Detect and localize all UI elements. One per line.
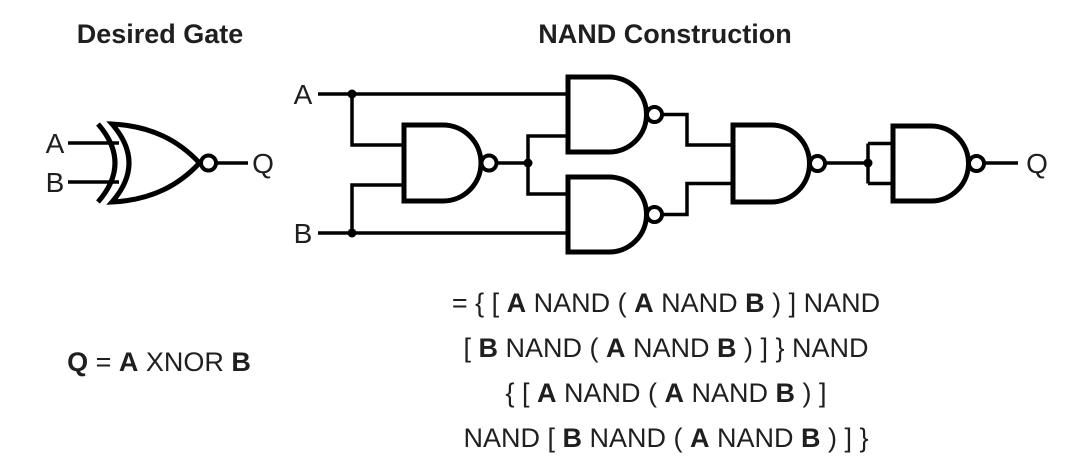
nand-gate-5: [890, 123, 986, 204]
nand-gate-1: [401, 122, 499, 204]
equation-text: XNOR: [138, 347, 232, 377]
wire-nand1-to-nand3: [526, 163, 568, 196]
nand-gate-2: [565, 74, 664, 155]
nand-gate-2-body: [565, 74, 649, 155]
equation-text: NAND: [684, 378, 776, 408]
nand-gate-1-body: [401, 122, 484, 204]
inverter-bubble: [645, 105, 664, 124]
signal-name: B: [801, 423, 821, 453]
input-a-label: A: [294, 79, 313, 110]
equation-text: NAND (: [497, 333, 606, 363]
signal-name: B: [231, 347, 251, 377]
equation-text: [: [463, 333, 479, 363]
nand-equation-line-3: { [ A NAND ( A NAND B ) ]: [431, 371, 901, 416]
signal-name: B: [562, 423, 582, 453]
desired-gate-title: Desired Gate: [76, 19, 244, 49]
xnor-gate-diagram: A B Q: [46, 121, 274, 205]
signal-name: B: [745, 288, 765, 318]
signal-name: B: [478, 333, 498, 363]
equation-text: NAND (: [581, 423, 690, 453]
wire-nand2-to-nand4: [662, 112, 733, 147]
junction-dot: [347, 228, 357, 238]
inverter-bubble: [199, 153, 218, 173]
nand-equation: = { [ A NAND ( A NAND B ) ] NAND [ B NAN…: [431, 281, 901, 461]
junction-dot: [863, 158, 873, 168]
wire-b-branch: [350, 183, 404, 233]
signal-name: Q: [67, 347, 89, 377]
output-q-label: Q: [252, 148, 274, 179]
input-b-label: B: [46, 167, 65, 198]
equation-text: NAND: [709, 423, 801, 453]
nand-gate-3: [565, 174, 664, 255]
wire-nand1-to-nand2: [526, 134, 568, 163]
signal-name: B: [775, 378, 796, 408]
inverter-bubble: [479, 153, 499, 173]
inverter-bubble: [808, 154, 827, 173]
equation-text: { [: [505, 378, 537, 408]
input-a-label: A: [46, 128, 65, 159]
nand-circuit-diagram: A B Q: [294, 74, 1048, 255]
equation-text: = { [: [451, 288, 507, 318]
wire-a-branch: [350, 94, 404, 147]
nand-gate-5-body: [890, 123, 971, 204]
signal-name: A: [689, 423, 710, 453]
equation-text: ) ] NAND: [764, 288, 881, 318]
input-b-label: B: [294, 218, 313, 249]
equation-text: NAND [: [463, 423, 563, 453]
xnor-extra-curve: [96, 122, 118, 204]
equation-text: NAND (: [556, 378, 665, 408]
signal-name: A: [118, 347, 139, 377]
signal-name: B: [717, 333, 737, 363]
equation-text: ) ]: [795, 378, 827, 408]
nand-construction-title: NAND Construction: [538, 19, 792, 49]
equation-text: ) ] } NAND: [736, 333, 869, 363]
nand-equation-line-1: = { [ A NAND ( A NAND B ) ] NAND: [431, 281, 901, 326]
signal-name: A: [605, 333, 626, 363]
junction-dots: [347, 89, 873, 238]
nand-gate-4: [730, 122, 827, 205]
output-q-label: Q: [1026, 148, 1048, 179]
equation-text: NAND (: [526, 288, 635, 318]
equation-text: NAND: [625, 333, 717, 363]
nand-gate-4-body: [730, 122, 812, 205]
signal-name: A: [664, 378, 685, 408]
signal-name: A: [506, 288, 527, 318]
nand-equation-line-2: [ B NAND ( A NAND B ) ] } NAND: [431, 326, 901, 371]
xor-gate-body: [106, 121, 203, 205]
junction-dot: [347, 89, 357, 99]
inverter-bubble: [967, 154, 986, 173]
nand-equation-line-4: NAND [ B NAND ( A NAND B ) ] }: [431, 416, 901, 461]
signal-name: A: [634, 288, 654, 318]
equation-text: ) ] }: [820, 423, 869, 453]
inverter-bubble: [645, 205, 664, 224]
signal-name: A: [537, 378, 557, 408]
equation-text: NAND: [653, 288, 746, 318]
equation-text: =: [88, 347, 119, 377]
junction-dot: [523, 158, 533, 168]
wire-nand3-to-nand4: [662, 181, 733, 217]
nand-gate-3-body: [565, 174, 649, 255]
xnor-equation: Q = A XNOR B: [29, 347, 289, 378]
